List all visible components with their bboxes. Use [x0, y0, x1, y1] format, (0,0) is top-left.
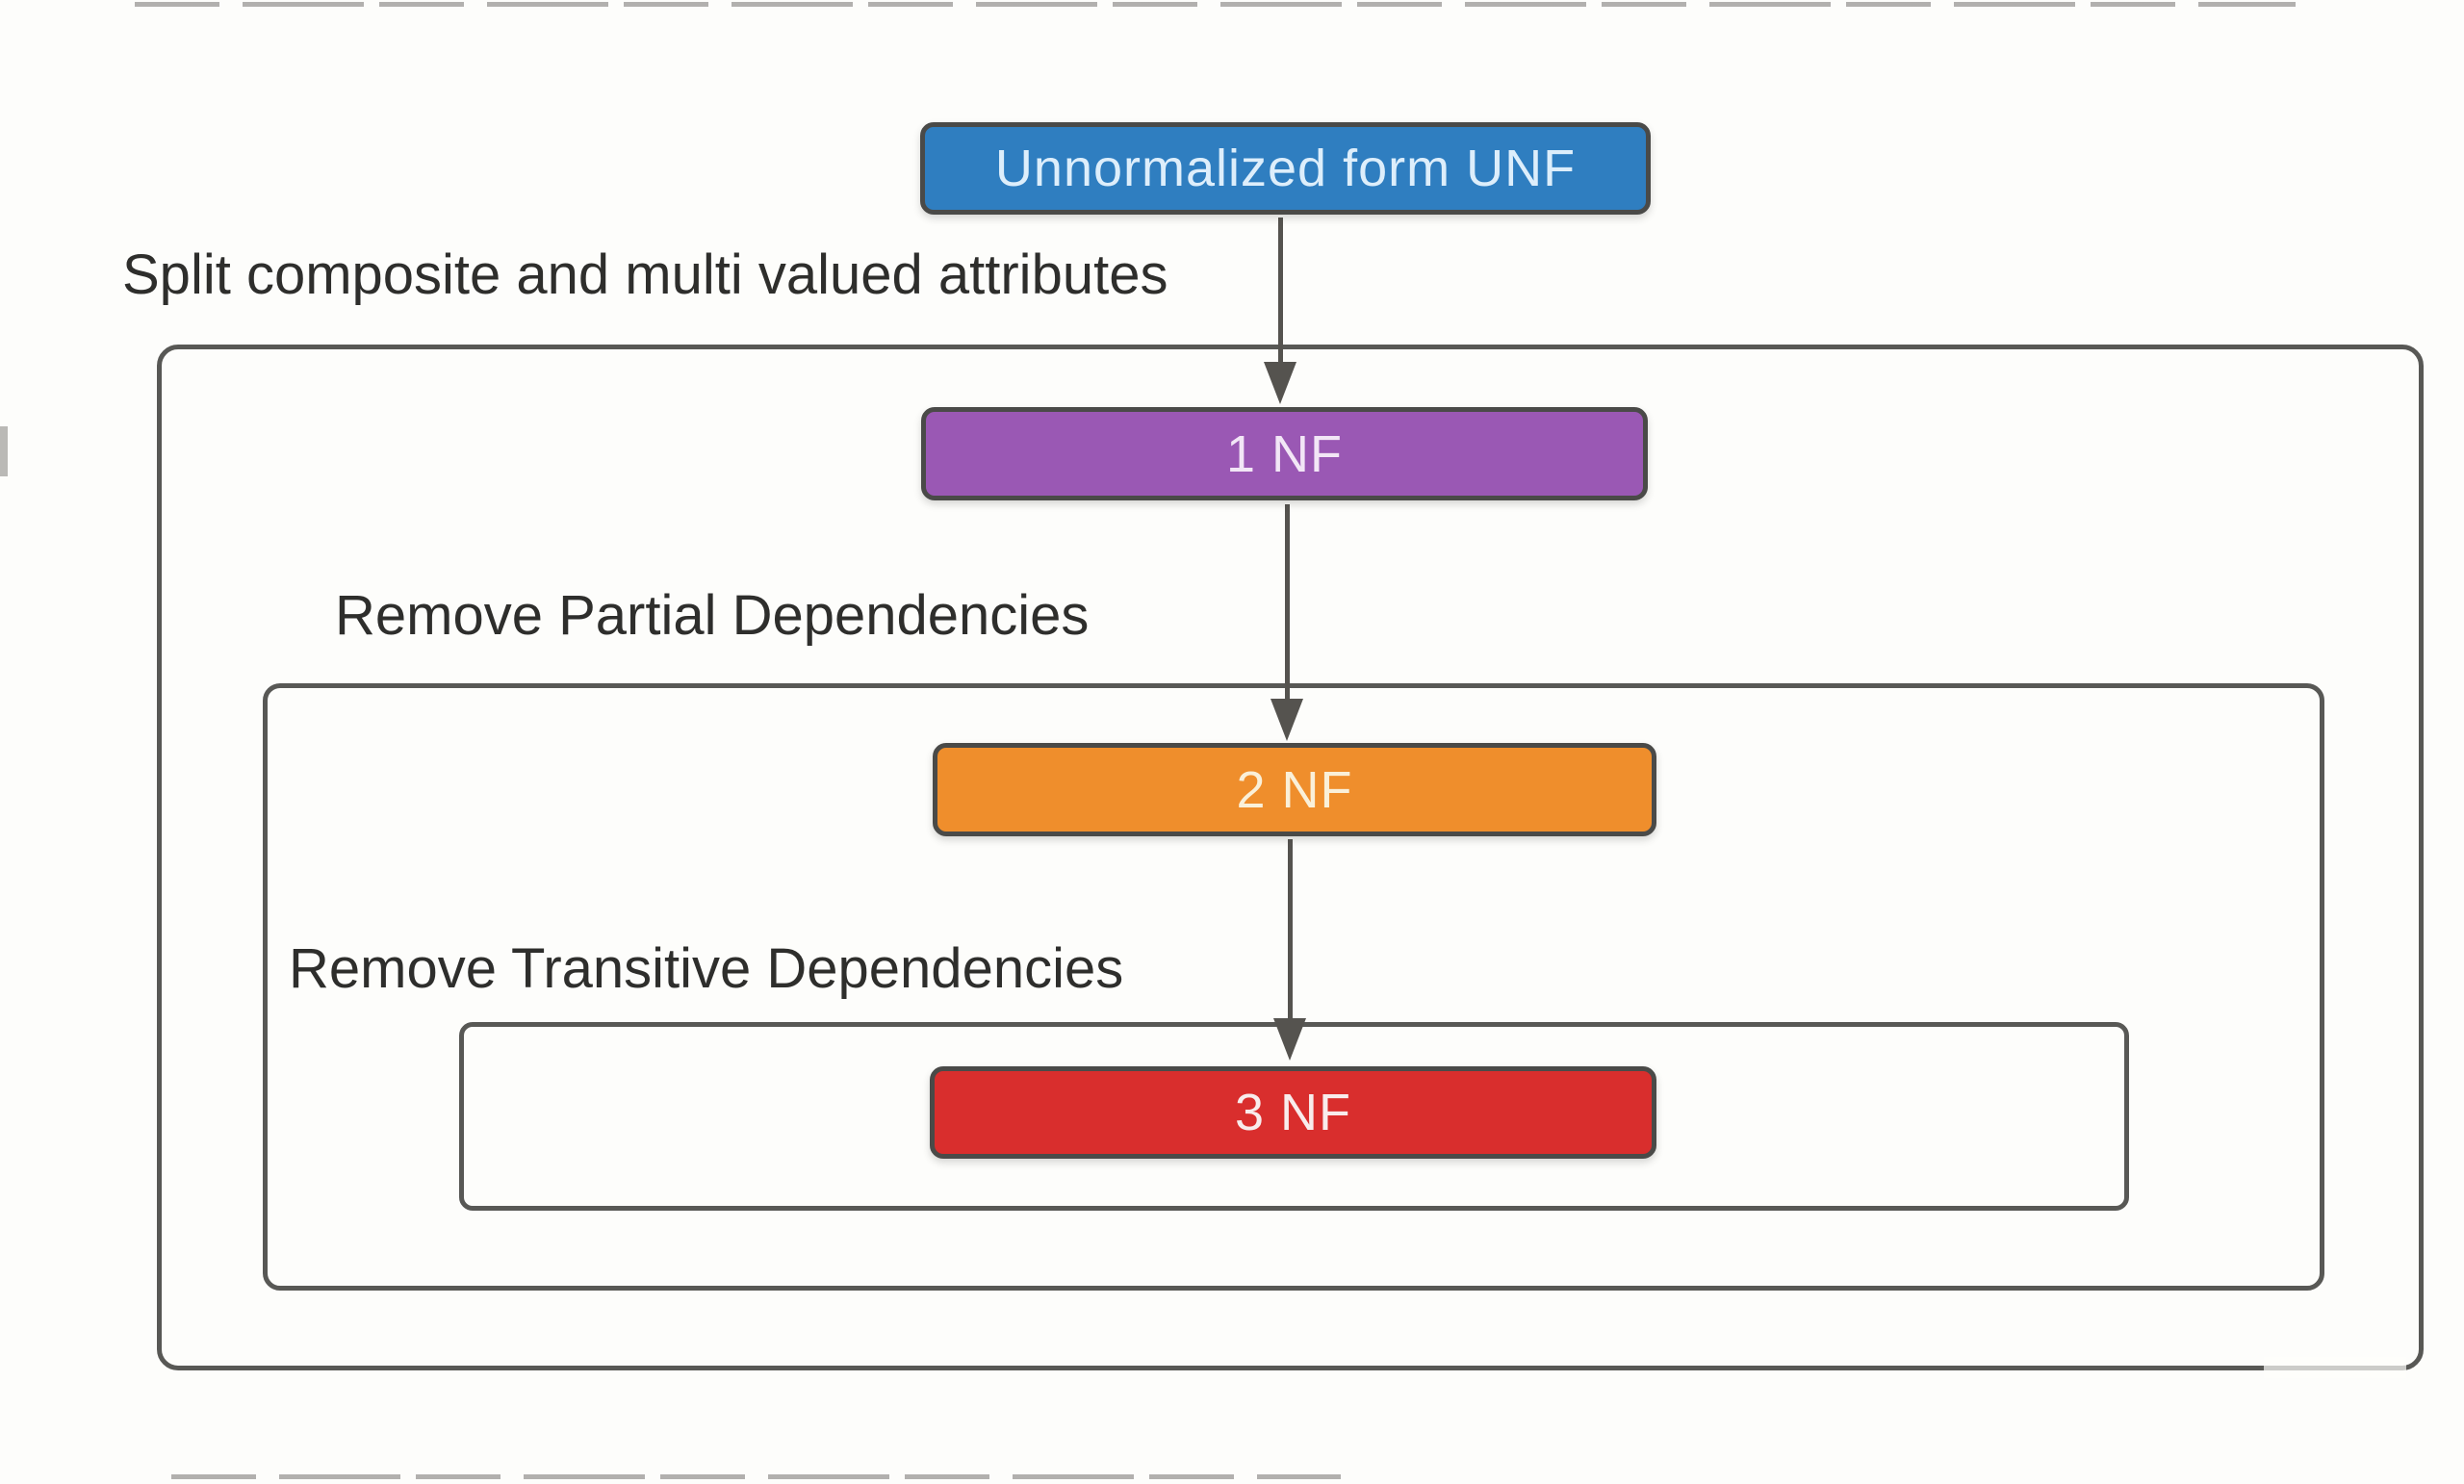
first-normal-form-boundary-box — [157, 345, 2424, 1370]
arrow-line — [1288, 839, 1293, 1020]
arrow-line — [1278, 217, 1283, 362]
label-remove-partial-dependencies: Remove Partial Dependencies — [335, 584, 1090, 647]
border-fade-patch — [2264, 1357, 2406, 1378]
label-split-attributes: Split composite and multi valued attribu… — [122, 243, 1168, 306]
arrow-down-icon — [1264, 362, 1296, 404]
top-edge-artifact — [135, 2, 2296, 7]
unf-node: Unnormalized form UNF — [920, 122, 1651, 215]
bottom-edge-artifact — [171, 1474, 1341, 1479]
second-normal-form-boundary-box — [263, 683, 2324, 1291]
3nf-node: 3 NF — [930, 1066, 1656, 1159]
label-remove-transitive-dependencies: Remove Transitive Dependencies — [289, 937, 1124, 1000]
arrow-line — [1285, 504, 1290, 701]
arrow-down-icon — [1270, 699, 1303, 741]
arrow-down-icon — [1273, 1018, 1306, 1061]
1nf-node: 1 NF — [921, 407, 1648, 500]
left-edge-artifact — [0, 426, 8, 476]
2nf-node: 2 NF — [933, 743, 1656, 836]
